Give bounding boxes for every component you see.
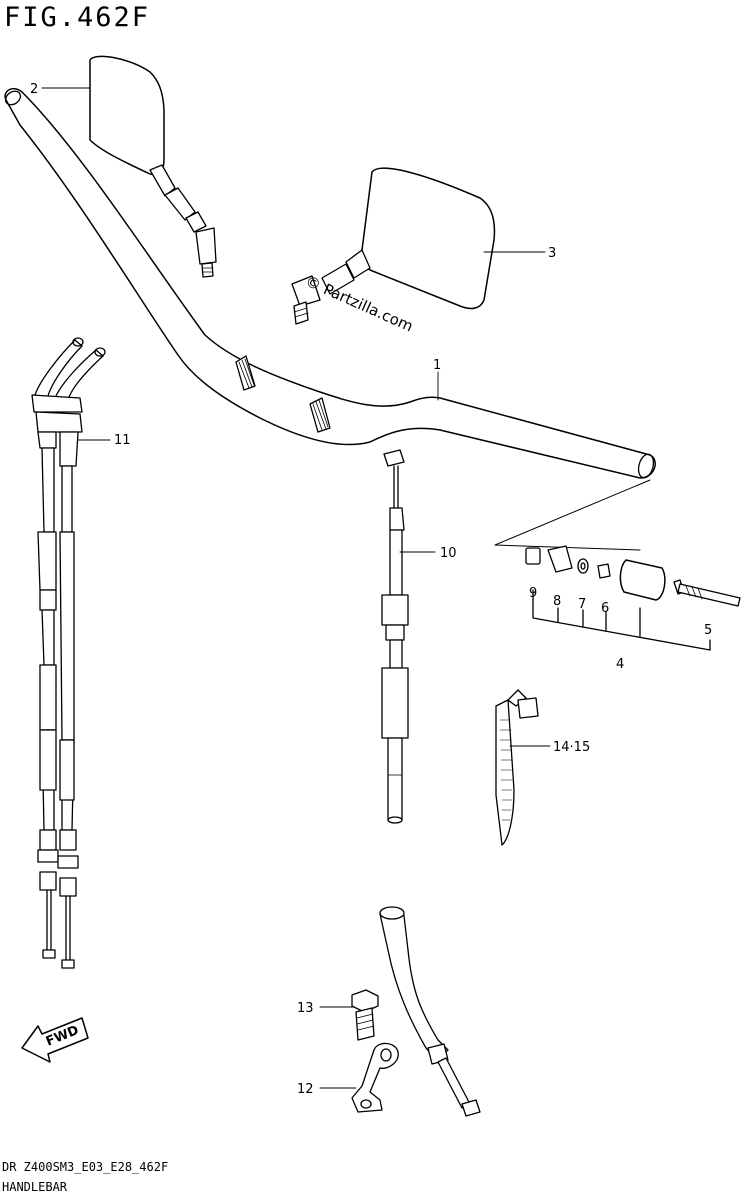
callout-12: 12: [297, 1082, 314, 1097]
group-bracket: [532, 589, 711, 651]
clutch-cable[interactable]: [381, 449, 409, 824]
callout-11: 11: [114, 433, 131, 448]
balancer-set[interactable]: [494, 479, 741, 607]
callout-labels: 2 3 1 11 10 9 8 7 6 5 4 14·15 13 12: [30, 82, 712, 1097]
callout-3: 3: [548, 246, 556, 261]
callout-4: 4: [616, 657, 624, 672]
mirror-left[interactable]: [89, 55, 217, 278]
section-name: HANDLEBAR: [2, 1180, 68, 1194]
cable-tie[interactable]: [495, 689, 539, 846]
cable-lower-end[interactable]: [379, 906, 481, 1117]
callout-10: 10: [440, 546, 457, 561]
callout-2: 2: [30, 82, 38, 97]
callout-9: 9: [529, 586, 537, 601]
throttle-cable-assy[interactable]: [31, 337, 106, 969]
forward-arrow-icon: FWD: [21, 1017, 89, 1063]
handlebar[interactable]: [3, 88, 656, 479]
callout-8: 8: [553, 594, 561, 609]
callout-5: 5: [704, 623, 712, 638]
mirror-right[interactable]: [291, 167, 496, 325]
cable-clamp[interactable]: [351, 1042, 399, 1113]
callout-1: 1: [433, 358, 441, 373]
callout-14-15: 14·15: [553, 740, 590, 755]
bolt[interactable]: [351, 989, 379, 1041]
leader-lines: [41, 87, 551, 1089]
callout-7: 7: [578, 597, 586, 612]
callout-6: 6: [601, 601, 609, 616]
grip-knurl: [235, 355, 331, 433]
callout-13: 13: [297, 1001, 314, 1016]
figure-title: FIG.462F: [4, 2, 151, 33]
model-code: DR Z400SM3_E03_E28_462F: [2, 1160, 169, 1174]
